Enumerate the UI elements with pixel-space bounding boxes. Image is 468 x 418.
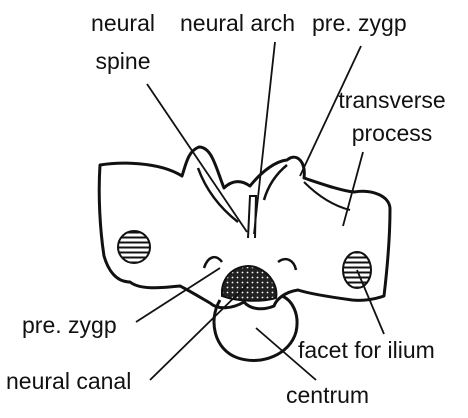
label-facet-for-ilium: facet for ilium — [298, 337, 435, 364]
leader-pre-zygp-bottom — [136, 268, 220, 322]
right-postzygapophysis-hook — [278, 259, 296, 270]
label-pre-zygp-bottom: pre. zygp — [22, 312, 117, 339]
leader-facet-for-ilium — [357, 270, 384, 334]
leader-neural-canal — [150, 284, 248, 380]
neural-canal-shape — [222, 266, 276, 301]
label-neural-spine-line2: spine — [86, 48, 160, 75]
label-centrum: centrum — [286, 382, 369, 409]
leader-neural-spine — [147, 84, 247, 232]
left-postzygapophysis-hook — [204, 257, 222, 268]
label-transverse-line2: process — [330, 120, 454, 147]
left-transverse-facet — [118, 231, 150, 263]
leader-neural-arch — [254, 42, 275, 234]
label-transverse-line1: transverse — [330, 87, 454, 114]
label-pre-zygp-top: pre. zygp — [312, 10, 407, 37]
leader-transverse-process — [343, 152, 363, 226]
label-neural-canal: neural canal — [6, 368, 131, 395]
label-neural-arch: neural arch — [180, 10, 295, 37]
label-neural-spine-line1: neural — [86, 10, 160, 37]
